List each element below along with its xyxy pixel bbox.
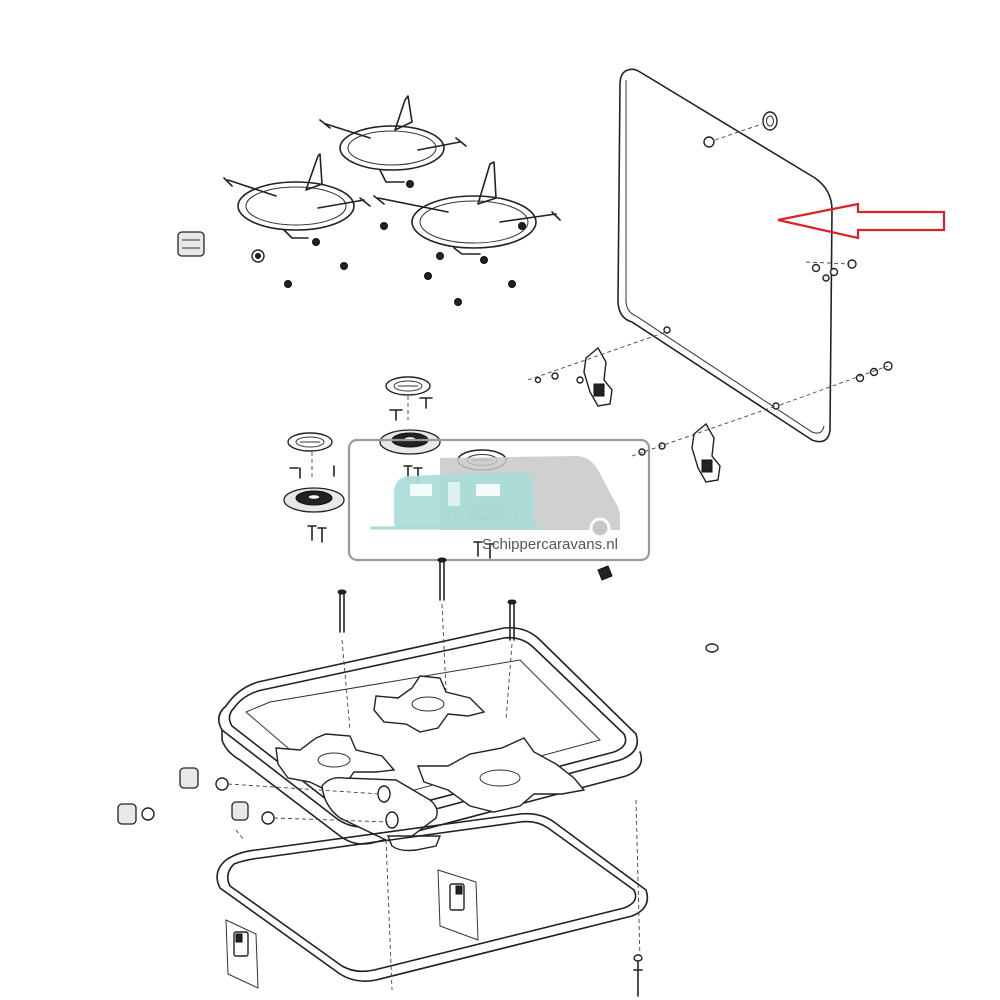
control-panel-recess — [321, 776, 442, 852]
mounting-frame — [216, 799, 649, 991]
mounting-clip-center — [437, 869, 479, 941]
highlight-arrow — [777, 202, 946, 240]
mounting-clip-left — [225, 919, 259, 989]
control-knob-bushings — [117, 767, 389, 825]
watermark-logo: Schippercaravans.nl — [347, 438, 651, 562]
burner-screws — [289, 397, 495, 559]
pan-support-rubber-feet — [284, 180, 526, 306]
caravan-silhouette — [394, 472, 534, 528]
burner-cap-back — [385, 376, 431, 420]
burner-spider-left — [275, 733, 396, 791]
watermark-text: Schippercaravans.nl — [482, 536, 618, 553]
lid-hinge-right — [631, 405, 777, 483]
burner-head-back — [379, 429, 441, 455]
burner-head-left — [283, 487, 345, 513]
glass-lid — [617, 68, 833, 443]
pan-support-right — [373, 161, 561, 255]
lid-rubber-bumper — [714, 111, 778, 141]
burner-spider-right — [416, 737, 586, 813]
pan-support-back — [319, 95, 467, 183]
pan-support-left — [223, 153, 371, 239]
lid-fixing-washers — [779, 259, 893, 406]
burner-spider-back — [373, 675, 486, 733]
tray-studs — [337, 557, 719, 731]
lid-hinge-left — [527, 331, 667, 407]
gas-inlet-fitting — [177, 231, 265, 263]
frame-screw — [633, 954, 643, 997]
burner-cap-left — [287, 432, 333, 480]
